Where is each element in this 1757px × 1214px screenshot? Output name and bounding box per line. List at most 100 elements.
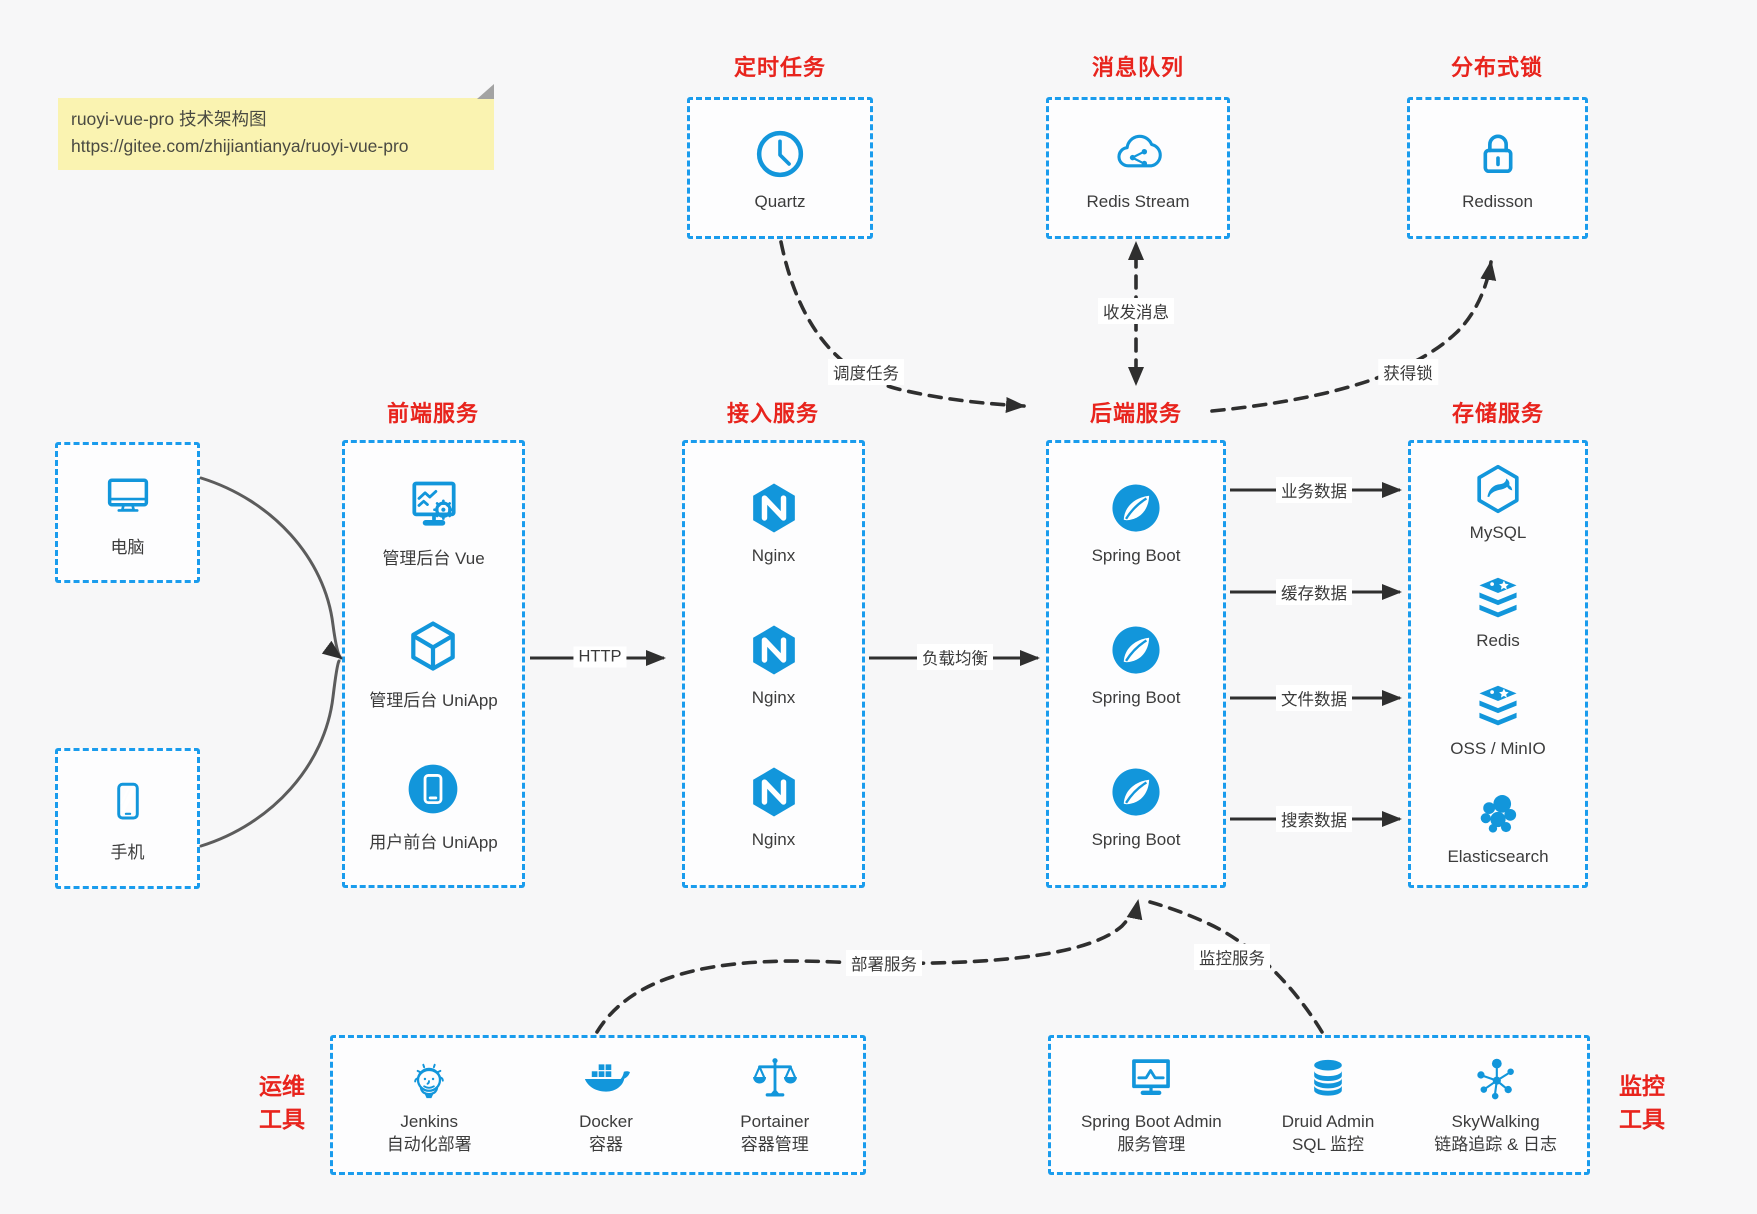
message-label: 收发消息 <box>1098 298 1174 324</box>
storage-item-redis: Redis <box>1471 571 1525 651</box>
gateway-services-box: Nginx Nginx Nginx <box>682 440 865 888</box>
ops-tools-box: Jenkins 自动化部署 Docker 容器 <box>330 1035 866 1175</box>
item-label: 管理后台 Vue <box>382 549 485 568</box>
title-storage-services: 存储服务 <box>1451 401 1544 426</box>
lock-icon <box>1483 134 1512 173</box>
gateway-item-nginx-2: Nginx <box>745 621 803 708</box>
frontend-item-admin-vue: 管理后台 Vue <box>382 475 485 569</box>
ops-title-line2: 工具 <box>259 1106 305 1132</box>
item-label: Redis Stream <box>1086 191 1190 211</box>
item-label: Spring Boot <box>1091 687 1181 707</box>
backend-item-spring-1: Spring Boot <box>1091 479 1181 566</box>
ops-item-jenkins: Jenkins 自动化部署 <box>387 1053 472 1157</box>
skywalking-icon <box>1476 1058 1514 1100</box>
storage-item-mysql: MySQL <box>1469 461 1527 543</box>
item-label: 管理后台 UniApp <box>369 691 498 710</box>
mysql-icon <box>1477 464 1519 514</box>
nginx-icon <box>752 625 795 674</box>
note-link: https://gitee.com/zhijiantianya/ruoyi-vu… <box>71 136 409 156</box>
business-data-label: 业务数据 <box>1276 477 1352 503</box>
nginx-icon <box>752 483 795 532</box>
title-gateway-services: 接入服务 <box>726 401 819 426</box>
gateway-item-nginx-1: Nginx <box>745 479 803 566</box>
monitor-item-skywalking: SkyWalking 链路追踪 & 日志 <box>1434 1053 1557 1157</box>
frontend-item-admin-uniapp: 管理后台 UniApp <box>369 617 498 711</box>
admin-vue-icon <box>411 481 456 526</box>
title-frontend-services: 前端服务 <box>386 401 479 426</box>
item-label: Spring Boot <box>1091 829 1181 849</box>
redisson-box: Redisson <box>1407 97 1588 239</box>
cube-icon <box>411 621 456 671</box>
docker-icon <box>584 1064 630 1092</box>
nginx-icon <box>752 767 795 816</box>
monitor-item-spring-boot-admin: Spring Boot Admin 服务管理 <box>1081 1053 1222 1157</box>
item-label: MySQL <box>1469 523 1527 542</box>
item-sublabel: 容器管理 <box>740 1135 809 1154</box>
spring-icon <box>1112 483 1160 532</box>
item-sublabel: 容器 <box>588 1135 623 1154</box>
item-label: 手机 <box>110 842 145 862</box>
ops-item-portainer: Portainer 容器管理 <box>740 1053 809 1157</box>
item-label: 用户前台 UniApp <box>369 833 498 852</box>
pc-client-box: 电脑 <box>55 442 200 583</box>
item-label: SkyWalking <box>1451 1112 1540 1131</box>
item-label: Redisson <box>1462 191 1533 211</box>
title-distributed-lock: 分布式锁 <box>1450 55 1543 80</box>
storage-item-elasticsearch: Elasticsearch <box>1447 787 1549 867</box>
ops-title-line1: 运维 <box>259 1073 305 1099</box>
druid-icon <box>1314 1059 1342 1096</box>
deploy-service-label: 部署服务 <box>846 950 922 976</box>
gateway-item-nginx-3: Nginx <box>745 763 803 850</box>
storage-item-oss-minio: OSS / MinIO <box>1450 679 1546 759</box>
spring-boot-admin-icon <box>1132 1059 1171 1096</box>
item-label: OSS / MinIO <box>1450 739 1546 758</box>
item-label: Nginx <box>751 829 796 849</box>
backend-item-spring-3: Spring Boot <box>1091 763 1181 850</box>
item-label: Druid Admin <box>1281 1112 1375 1131</box>
monitor-title-line1: 监控 <box>1619 1073 1665 1099</box>
acquire-lock-connector <box>1210 260 1497 413</box>
jenkins-icon <box>414 1063 444 1099</box>
title-scheduled-tasks: 定时任务 <box>733 55 826 80</box>
message-arrowhead-down <box>1128 367 1144 386</box>
item-sublabel: SQL 监控 <box>1291 1135 1365 1154</box>
client-to-frontend-connector <box>199 476 343 848</box>
spring-icon <box>1112 767 1160 816</box>
frontend-item-user-uniapp: 用户前台 UniApp <box>369 759 498 853</box>
monitor-service-label: 监控服务 <box>1194 944 1270 970</box>
phone-icon <box>116 782 139 820</box>
search-data-label: 搜索数据 <box>1276 806 1352 832</box>
monitor-tools-box: Spring Boot Admin 服务管理 Druid Admin SQL 监… <box>1048 1035 1590 1175</box>
item-sublabel: 自动化部署 <box>386 1135 472 1154</box>
redis-stream-box: Redis Stream <box>1046 97 1230 239</box>
storage-services-box: MySQL Redis OSS / MinIO <box>1408 440 1588 888</box>
item-label: Quartz <box>754 191 806 211</box>
backend-item-spring-2: Spring Boot <box>1091 621 1181 708</box>
backend-services-box: Spring Boot Spring Boot Spring Boot <box>1046 440 1226 888</box>
portainer-icon <box>752 1058 797 1097</box>
sticky-note: ruoyi-vue-pro 技术架构图 https://gitee.com/zh… <box>58 84 494 170</box>
note-title: ruoyi-vue-pro 技术架构图 <box>71 109 267 129</box>
clock-icon <box>756 130 804 177</box>
title-backend-services: 后端服务 <box>1089 401 1182 426</box>
desktop-icon <box>107 478 148 512</box>
item-label: Nginx <box>751 687 796 707</box>
title-ops-tools: 运维 工具 <box>240 1070 324 1136</box>
item-label: Spring Boot <box>1091 545 1181 565</box>
item-label: Elasticsearch <box>1447 847 1549 866</box>
item-label: 电脑 <box>110 537 145 557</box>
load-balance-label: 负载均衡 <box>917 644 993 670</box>
monitor-item-druid: Druid Admin SQL 监控 <box>1281 1053 1375 1157</box>
mobile-app-icon <box>409 764 458 814</box>
item-label: Spring Boot Admin <box>1080 1112 1222 1131</box>
title-message-queue: 消息队列 <box>1091 55 1184 80</box>
schedule-task-label: 调度任务 <box>828 359 904 385</box>
http-label: HTTP <box>573 646 627 668</box>
item-label: Jenkins <box>400 1112 458 1131</box>
item-sublabel: 链路追踪 & 日志 <box>1434 1135 1558 1154</box>
item-label: Nginx <box>751 545 796 565</box>
frontend-services-box: 管理后台 Vue 管理后台 UniApp 用户前台 UniApp <box>342 440 525 888</box>
ops-item-docker: Docker 容器 <box>579 1053 633 1157</box>
elasticsearch-icon <box>1480 795 1517 833</box>
